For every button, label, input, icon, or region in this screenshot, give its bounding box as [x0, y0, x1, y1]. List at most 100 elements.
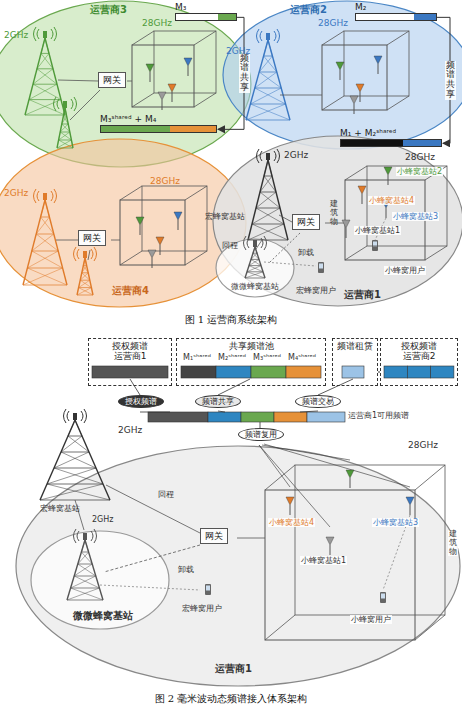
region-ellipse	[16, 446, 460, 686]
region-name: 运营商3	[90, 4, 127, 16]
line	[188, 66, 189, 76]
line	[262, 445, 350, 460]
small-cell-antenna	[174, 212, 182, 220]
line	[27, 268, 67, 285]
line	[61, 452, 89, 453]
line	[54, 468, 96, 469]
annotation: 2GHz	[4, 30, 28, 40]
line	[388, 175, 389, 185]
gateway-box: 网关	[200, 528, 228, 544]
line	[127, 81, 132, 82]
line	[237, 538, 265, 539]
small-cell-antenna	[184, 58, 192, 66]
signal-wave	[54, 97, 77, 111]
line	[350, 478, 351, 488]
line	[268, 160, 272, 176]
line	[387, 96, 409, 110]
small-cell-antenna	[156, 237, 164, 245]
operator-region: 运营商4网关	[0, 138, 247, 308]
line	[265, 615, 295, 640]
line	[322, 31, 344, 45]
line	[268, 40, 272, 56]
licensed-band	[384, 366, 407, 378]
antenna	[73, 413, 77, 420]
line	[40, 500, 110, 501]
annotation: 建筑物	[330, 200, 338, 226]
line	[82, 273, 90, 280]
line	[255, 72, 277, 88]
gateway-box: 网关	[98, 72, 126, 88]
line	[40, 420, 75, 500]
pico-cell-region: 微微蜂窝基站	[30, 530, 170, 630]
line	[80, 280, 90, 281]
line	[248, 160, 268, 240]
node-label: 频谱共享	[202, 397, 234, 406]
small-cell-antenna	[342, 220, 350, 228]
annotation: 宏蜂窝用户	[182, 604, 222, 613]
small-cell-antenna	[326, 537, 334, 545]
annotation: 2GHz	[118, 425, 142, 435]
node-label: 网关	[83, 233, 101, 243]
line	[248, 224, 284, 240]
line	[65, 108, 67, 116]
line	[130, 379, 140, 395]
spectrum-bar	[175, 13, 237, 21]
spectrum-bar	[100, 125, 217, 133]
line	[57, 108, 65, 148]
region-name: 微微蜂窝基站	[231, 282, 279, 291]
line	[280, 95, 322, 96]
line	[47, 468, 96, 484]
line	[32, 251, 63, 268]
line	[259, 72, 281, 88]
line	[79, 280, 90, 287]
line	[62, 124, 68, 125]
line	[77, 288, 91, 295]
annotation: 28GHz	[318, 18, 348, 28]
line	[252, 208, 280, 224]
line	[75, 420, 110, 500]
line	[27, 268, 62, 269]
small-cell-antenna	[136, 217, 144, 225]
line	[68, 436, 82, 437]
line	[62, 116, 67, 124]
line	[387, 31, 409, 45]
line	[33, 84, 57, 85]
line	[264, 160, 268, 176]
line	[29, 84, 57, 99]
node-label: 网关	[205, 531, 223, 541]
line	[249, 265, 261, 266]
line	[415, 465, 445, 490]
annotation: 2GHz	[4, 188, 28, 198]
line	[253, 253, 257, 254]
mode-oval: 授权频谱	[118, 395, 164, 408]
line	[194, 93, 216, 107]
available-band	[148, 412, 208, 422]
line	[253, 253, 259, 259]
line	[23, 268, 63, 285]
line	[250, 104, 290, 120]
line	[45, 200, 49, 217]
phone-screen	[206, 586, 210, 591]
line	[259, 445, 330, 527]
antenna	[253, 240, 257, 247]
signal-wave	[34, 27, 57, 41]
line	[255, 88, 286, 104]
region-ellipse	[31, 531, 169, 629]
line	[250, 104, 285, 105]
line	[82, 265, 87, 272]
antenna	[83, 251, 87, 258]
line	[58, 80, 98, 81]
line	[247, 271, 263, 272]
line	[259, 56, 272, 72]
line	[346, 228, 347, 238]
small-cell-antenna	[158, 92, 166, 100]
line	[268, 40, 290, 120]
phone	[372, 240, 378, 251]
line	[322, 96, 344, 110]
node-label: 共享频谱池	[181, 341, 321, 351]
line	[252, 224, 288, 240]
available-band	[307, 412, 345, 422]
licensed-spectrum-box: 授权频谱运营商1	[88, 338, 172, 386]
line	[255, 247, 265, 278]
line	[248, 240, 288, 241]
